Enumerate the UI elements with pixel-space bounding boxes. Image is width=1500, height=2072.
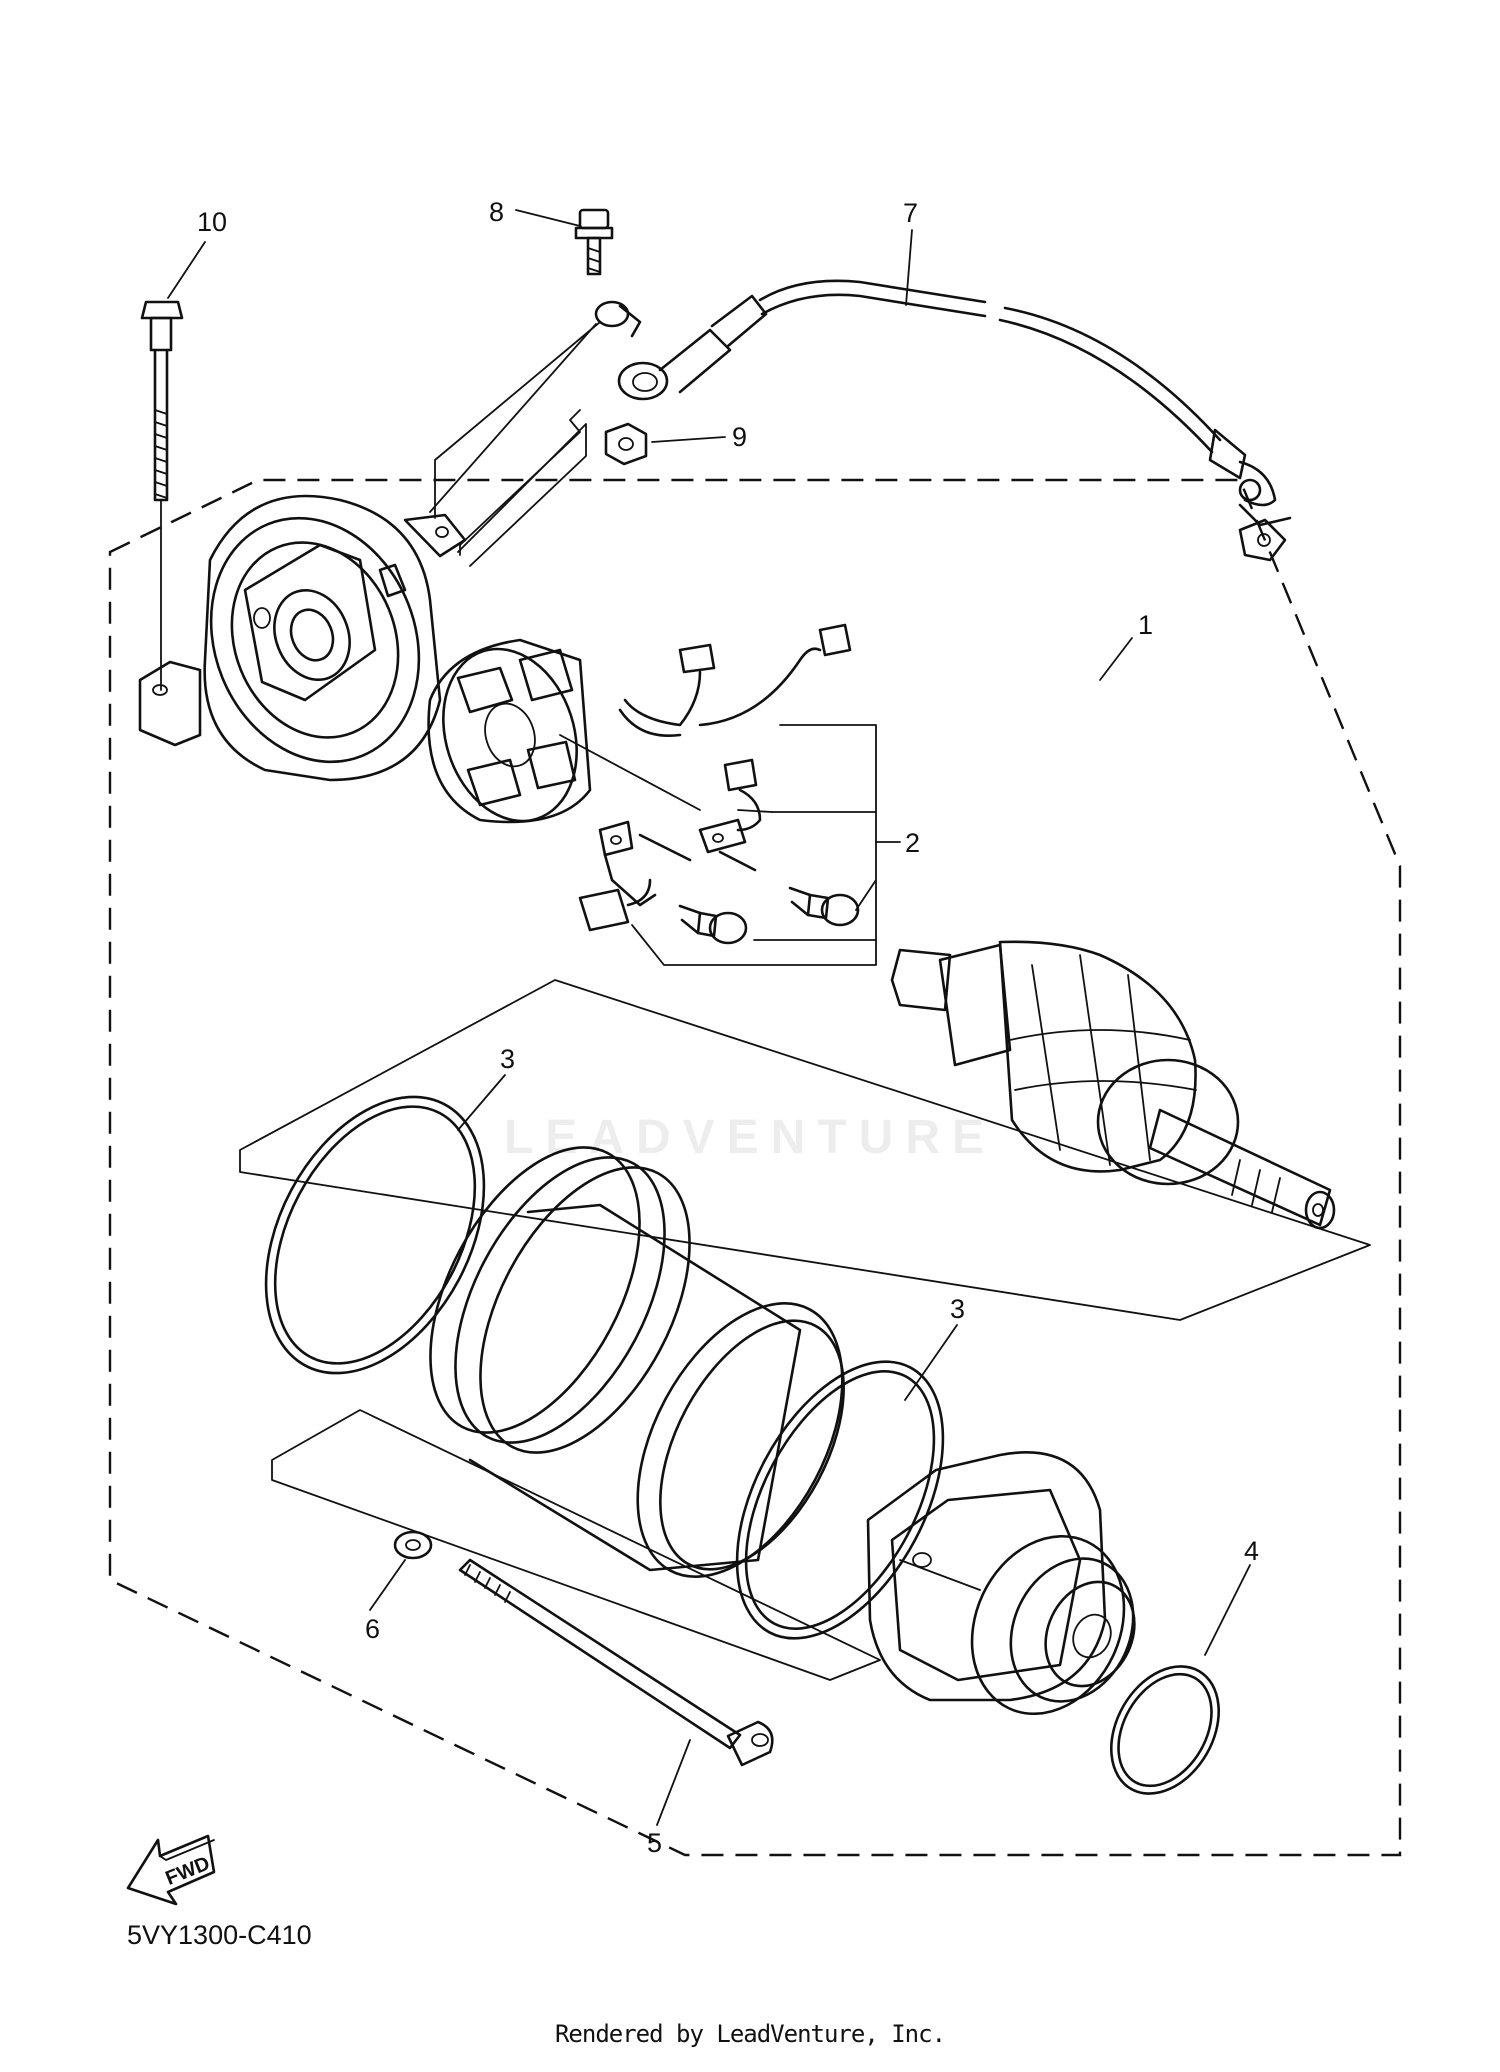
yoke-housing	[429, 1146, 845, 1578]
part-8-bolt[interactable]	[574, 208, 614, 276]
part-4-oring[interactable]	[1089, 1647, 1240, 1813]
brush-screw-b	[678, 904, 748, 945]
assembly-boundary	[108, 478, 1402, 1857]
brush-kit-bracket	[631, 724, 877, 966]
callout-3-upper: 3	[500, 1044, 515, 1074]
part-7-lead-wire[interactable]	[617, 279, 1292, 562]
part-3-oring-lower[interactable]	[695, 1328, 986, 1673]
callout-8: 8	[489, 197, 504, 227]
footer-credit: Rendered by LeadVenture, Inc.	[554, 2020, 946, 2048]
callout-5: 5	[647, 1828, 662, 1858]
watermark: LEADVENTURE	[503, 1111, 997, 1164]
leader-lines	[167, 209, 1251, 1826]
fwd-arrow-icon: FWD	[126, 1834, 216, 1906]
rear-cover	[138, 494, 467, 782]
terminal-leader	[434, 321, 601, 556]
callout-4: 4	[1244, 1536, 1259, 1566]
front-cover	[866, 1451, 1136, 1716]
armature-bracket	[239, 979, 1371, 1321]
part-3-oring-upper[interactable]	[222, 1060, 529, 1411]
callout-6: 6	[365, 1614, 380, 1644]
armature	[890, 940, 1336, 1230]
part-6-washer[interactable]	[393, 1530, 433, 1560]
part-2-brush-kit[interactable]	[578, 623, 852, 932]
diagram-code: 5VY1300-C410	[127, 1920, 312, 1950]
callout-7: 7	[903, 198, 918, 228]
brush-holder	[427, 638, 701, 824]
part-10-bolt[interactable]	[140, 300, 184, 691]
callout-numbers: 1 2 3 3 4 5 6 7 8 9 10	[197, 197, 1259, 1858]
brush-screw-a	[788, 886, 860, 927]
front-cover-bracket	[271, 1409, 981, 1681]
callout-2: 2	[905, 828, 920, 858]
callout-1: 1	[1138, 610, 1153, 640]
part-5-through-bolt[interactable]	[458, 1558, 774, 1767]
part-9-nut[interactable]	[604, 422, 648, 466]
callout-10: 10	[197, 207, 227, 237]
callout-9: 9	[732, 422, 747, 452]
callout-3-lower: 3	[950, 1294, 965, 1324]
